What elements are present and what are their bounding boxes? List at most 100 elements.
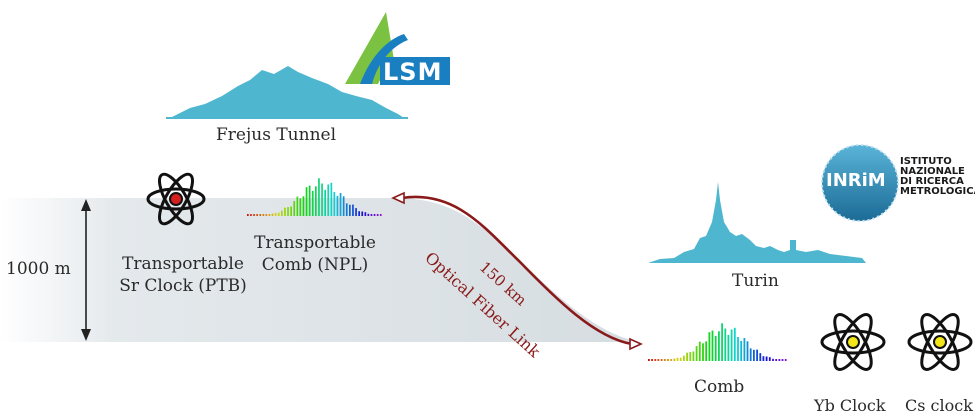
comb-line: [765, 356, 768, 361]
comb-line: [247, 214, 249, 216]
comb-line: [376, 214, 379, 216]
comb-line: [271, 213, 274, 216]
comb-line: [308, 185, 311, 216]
comb-npl-label-line2: Comb (NPL): [261, 255, 369, 275]
comb-line: [256, 214, 258, 216]
comb-line: [784, 359, 787, 361]
comb-spectrum-icon: [648, 323, 787, 361]
lsm-logo: [345, 12, 450, 85]
atom-icon-sr: [146, 172, 206, 226]
comb-line: [367, 213, 370, 216]
comb-line: [330, 182, 333, 216]
comb-line: [692, 351, 695, 361]
comb-line: [778, 359, 781, 361]
comb-line: [339, 193, 342, 216]
comb-line: [361, 211, 364, 216]
comb-line: [324, 189, 326, 216]
sr-clock-label: Transportable Sr Clock (PTB): [108, 253, 258, 297]
comb-line: [743, 338, 746, 361]
comb-line: [673, 358, 676, 361]
comb-line: [250, 214, 252, 216]
mountain-icon: [170, 66, 404, 118]
comb-line: [753, 349, 755, 361]
comb-line: [259, 214, 262, 216]
comb-line: [654, 359, 657, 361]
sr-clock-label-line2: Sr Clock (PTB): [119, 276, 247, 296]
comb-line: [268, 214, 271, 216]
comb-line: [708, 332, 711, 361]
comb-line: [305, 187, 308, 216]
lsm-logo-text: LSM: [383, 58, 443, 86]
comb-line: [299, 198, 302, 216]
comb-npl-label-line1: Transportable: [254, 233, 376, 253]
comb-line: [689, 352, 692, 361]
comb-line: [290, 206, 292, 216]
comb-line: [724, 328, 727, 361]
comb-line: [670, 359, 673, 361]
comb-line: [737, 337, 739, 361]
comb-line: [679, 357, 682, 361]
height-arrow: [81, 199, 91, 341]
inrim-name-line: NAZIONALE: [900, 166, 965, 177]
comb-line: [733, 327, 736, 361]
comb-line: [740, 340, 743, 361]
comb-line: [253, 214, 255, 216]
comb-line: [702, 343, 704, 361]
atom-icon-cs: [907, 313, 973, 371]
comb-line: [302, 196, 305, 216]
comb-line: [333, 192, 336, 216]
comb-npl-label: Transportable Comb (NPL): [240, 232, 390, 276]
comb-line: [730, 329, 733, 361]
comb-line: [749, 348, 752, 361]
inrim-name-line: METROLOGICA: [900, 186, 975, 197]
comb-line: [379, 214, 382, 216]
cs-clock-label: Cs clock: [905, 396, 973, 415]
inrim-name-line: DI RICERCA: [900, 176, 964, 187]
fiber-link: [391, 191, 643, 351]
comb-line: [686, 352, 688, 361]
comb-line: [311, 190, 314, 216]
altitude-shade: [0, 198, 640, 342]
comb-line: [293, 201, 296, 216]
comb-line: [676, 357, 679, 361]
comb-line: [315, 186, 317, 216]
comb-line: [370, 214, 373, 216]
turin-label: Turin: [732, 271, 779, 291]
inrim-name-line: ISTITUTO: [900, 156, 952, 167]
comb-line: [695, 346, 698, 361]
atom-icon-yb: [820, 313, 886, 371]
comb-line: [352, 204, 354, 216]
comb-spectrum-icon: [247, 178, 382, 216]
comb-line: [657, 359, 660, 361]
comb-label: Comb: [694, 377, 745, 397]
comb-line: [342, 196, 345, 216]
comb-line: [349, 204, 351, 216]
comb-line: [345, 203, 348, 216]
frejus-tunnel-label: Frejus Tunnel: [216, 125, 337, 145]
comb-line: [364, 212, 367, 216]
comb-line: [262, 214, 265, 216]
comb-line: [318, 178, 320, 216]
comb-line: [265, 214, 268, 216]
height-label: 1000 m: [6, 259, 71, 279]
comb-line: [698, 341, 701, 361]
comb-line: [284, 207, 286, 216]
comb-line: [663, 359, 666, 361]
inrim-logo-text: INRiM: [826, 170, 886, 191]
comb-line: [762, 356, 765, 361]
comb-line: [775, 359, 778, 361]
comb-line: [667, 359, 669, 361]
comb-line: [768, 357, 771, 361]
comb-line: [718, 331, 720, 361]
comb-line: [336, 195, 339, 216]
comb-line: [781, 359, 784, 361]
comb-line: [721, 323, 723, 361]
comb-line: [746, 341, 749, 361]
comb-line: [660, 359, 663, 361]
comb-line: [705, 341, 708, 361]
comb-line: [714, 335, 717, 361]
comb-line: [683, 355, 685, 361]
sr-clock-label-line1: Transportable: [122, 254, 244, 274]
comb-line: [727, 334, 730, 361]
